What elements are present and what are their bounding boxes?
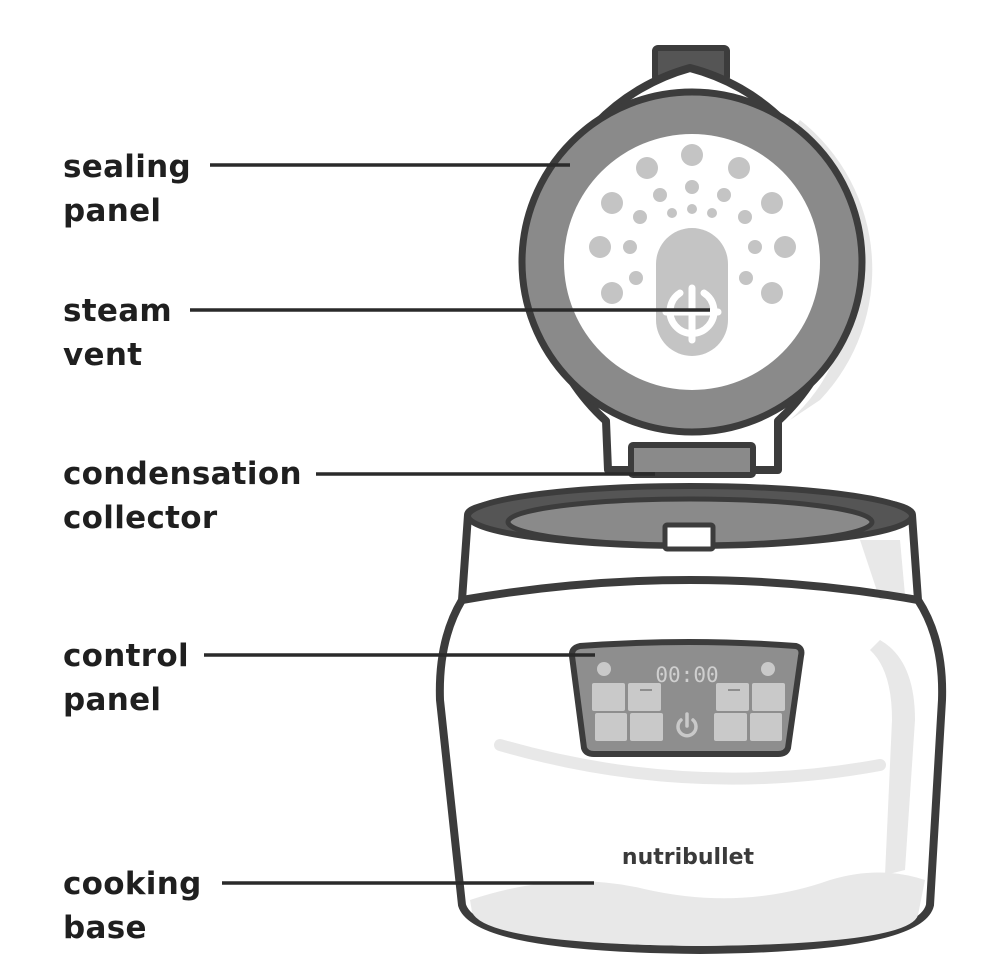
button-left-1[interactable]: [592, 683, 625, 711]
button-right-1[interactable]: [716, 683, 749, 711]
display-readout: 00:00: [655, 663, 718, 687]
button-left-3[interactable]: [595, 713, 627, 741]
button-right-4[interactable]: [750, 713, 782, 741]
brand-logo: nutribullet: [622, 845, 755, 870]
label-sealing-panel: sealing panel: [63, 145, 191, 233]
label-steam-vent: steam vent: [63, 289, 172, 377]
label-control-panel: control panel: [63, 634, 189, 722]
button-right-2[interactable]: [752, 683, 785, 711]
label-cooking-base: cooking base: [63, 862, 202, 950]
condensation-collector: [631, 445, 753, 475]
cooking-base: 00:00 nutribullet: [440, 486, 942, 950]
control-panel: 00:00: [572, 642, 802, 754]
indicator-light-left: [597, 662, 611, 676]
base-latch-slot: [665, 525, 713, 549]
button-left-4[interactable]: [630, 713, 663, 741]
button-left-2[interactable]: [628, 683, 661, 711]
label-condensation-collector: condensation collector: [63, 452, 302, 540]
indicator-light-right: [761, 662, 775, 676]
button-right-3[interactable]: [714, 713, 747, 741]
lid: [522, 48, 872, 475]
